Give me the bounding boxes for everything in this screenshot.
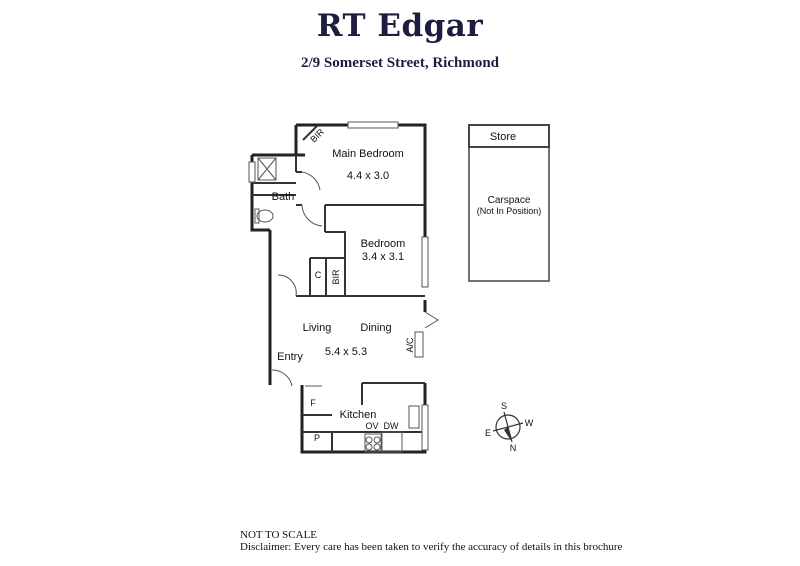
dishwasher-label: DW bbox=[384, 421, 399, 431]
bedroom-dims: 3.4 x 3.1 bbox=[362, 251, 404, 263]
bedroom-label: Bedroom bbox=[361, 238, 406, 250]
fixtures bbox=[254, 157, 424, 453]
main-bedroom-dims: 4.4 x 3.0 bbox=[347, 170, 389, 182]
disclaimer: Disclaimer: Every care has been taken to… bbox=[240, 541, 623, 553]
entry-label: Entry bbox=[277, 351, 303, 363]
store-box bbox=[468, 124, 550, 148]
agency-title: RT Edgar bbox=[316, 8, 484, 44]
store-label: Store bbox=[490, 131, 516, 143]
bir2-label: BIR bbox=[331, 269, 341, 285]
main-bedroom-label: Main Bedroom bbox=[332, 148, 404, 160]
living-label: Living bbox=[303, 322, 332, 334]
compass-s: S bbox=[501, 401, 507, 411]
compass-w: W bbox=[525, 418, 534, 428]
dining-label: Dining bbox=[360, 322, 391, 334]
bath-label: Bath bbox=[272, 191, 295, 203]
footer: NOT TO SCALE Disclaimer: Every care has … bbox=[240, 529, 622, 553]
door-swings bbox=[271, 171, 439, 387]
carspace-label: Carspace bbox=[488, 195, 531, 206]
compass-needle-icon bbox=[504, 427, 512, 442]
compass: S W E N bbox=[485, 401, 534, 453]
compass-e: E bbox=[485, 428, 491, 438]
bir-label: BIR bbox=[308, 126, 326, 144]
pantry-label: P bbox=[314, 433, 320, 443]
windows bbox=[248, 121, 429, 451]
ac-label: A/C bbox=[405, 337, 415, 353]
carspace: Store Carspace (Not In Position) bbox=[468, 124, 550, 282]
interior-walls bbox=[252, 124, 425, 452]
kitchen-label: Kitchen bbox=[340, 409, 377, 421]
compass-n: N bbox=[510, 443, 517, 453]
scale-note: NOT TO SCALE bbox=[240, 529, 318, 541]
cupboard-label: C bbox=[315, 270, 322, 280]
fridge-label: F bbox=[310, 398, 316, 408]
exterior-walls bbox=[250, 123, 427, 454]
property-address: 2/9 Somerset Street, Richmond bbox=[300, 55, 500, 71]
living-dims: 5.4 x 5.3 bbox=[325, 346, 367, 358]
carspace-note: (Not In Position) bbox=[477, 206, 542, 216]
oven-label: OV bbox=[365, 421, 378, 431]
